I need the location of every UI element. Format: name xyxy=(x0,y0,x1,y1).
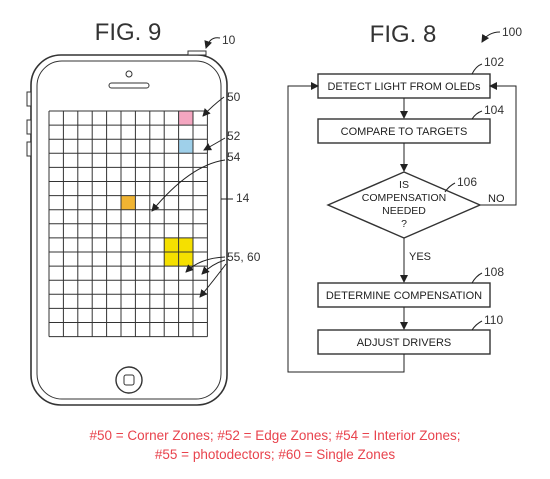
step-detect-light: DETECT LIGHT FROM OLEDs xyxy=(317,73,491,99)
step-compare-targets-label: COMPARE TO TARGETS xyxy=(341,126,468,138)
decision-line-4: ? xyxy=(401,218,407,230)
yes-label: YES xyxy=(409,251,431,263)
decision-ref: 106 xyxy=(457,175,477,189)
no-loop-line xyxy=(480,82,517,206)
interior-zone-leader xyxy=(151,159,226,212)
decision-compensation-needed: IS COMPENSATION NEEDED ? xyxy=(326,171,482,239)
step-adjust-drivers: ADJUST DRIVERS xyxy=(317,329,491,355)
edge-zone xyxy=(178,139,193,154)
ref-device-label: 10 xyxy=(222,33,236,47)
repeat-loop-line xyxy=(287,82,405,373)
caption-line-1: #50 = Corner Zones; #52 = Edge Zones; #5… xyxy=(89,428,461,443)
step-compare-targets-ref-tick xyxy=(471,110,483,120)
decision-line-3: NEEDED xyxy=(382,205,426,217)
no-label: NO xyxy=(488,193,505,205)
decision-line-2: COMPENSATION xyxy=(362,192,446,204)
phone-outer-shell xyxy=(30,54,228,406)
step-determine-compensation-label: DETERMINE COMPENSATION xyxy=(326,290,482,302)
phone-inner-shell xyxy=(36,60,222,400)
mute-switch xyxy=(26,91,32,107)
step-adjust-drivers-ref: 110 xyxy=(484,313,503,327)
ref-single-zone-label: 55, 60 xyxy=(227,250,261,264)
step-compare-targets: COMPARE TO TARGETS xyxy=(317,118,491,144)
step-detect-light-box xyxy=(317,73,491,99)
display-grid xyxy=(48,110,208,338)
fig9-title: FIG. 9 xyxy=(95,19,162,46)
edge-zone-leader xyxy=(203,137,226,151)
ref-process-arrow xyxy=(481,31,501,43)
ref-device-arrow xyxy=(204,37,221,49)
step-detect-light-ref-tick xyxy=(471,63,483,75)
interior-zone xyxy=(121,195,136,210)
step-adjust-drivers-ref-tick xyxy=(471,320,483,331)
ref-edge-zone-label: 52 xyxy=(227,129,241,143)
step-compare-targets-ref: 104 xyxy=(484,103,504,117)
corner-zone xyxy=(178,111,193,126)
single-zone-leader-c xyxy=(199,263,227,298)
step-adjust-drivers-box xyxy=(317,329,491,355)
phone-device xyxy=(26,50,228,406)
corner-zone-leader xyxy=(202,96,225,117)
fig8-title: FIG. 8 xyxy=(370,21,437,48)
ref-display-label: 14 xyxy=(236,191,250,205)
step-determine-compensation: DETERMINE COMPENSATION xyxy=(317,282,491,308)
step-detect-light-label: DETECT LIGHT FROM OLEDs xyxy=(327,81,481,93)
ref-process-label: 100 xyxy=(502,25,522,39)
caption-line-2: #55 = photodectors; #60 = Single Zones xyxy=(154,447,396,462)
step-adjust-drivers-label: ADJUST DRIVERS xyxy=(357,337,452,349)
step-determine-compensation-ref-tick xyxy=(471,272,483,284)
single-zone-leader-b xyxy=(201,259,226,275)
earpiece-speaker xyxy=(108,82,150,89)
volume-down-button xyxy=(26,141,32,157)
single-zone-leader-a xyxy=(185,256,226,273)
step-determine-compensation-ref: 108 xyxy=(484,265,504,279)
front-camera xyxy=(125,70,133,78)
volume-up-button xyxy=(26,119,32,135)
decision-line-1: IS xyxy=(399,179,409,191)
home-button-square xyxy=(123,374,135,386)
decision-ref-tick xyxy=(444,182,456,193)
step-detect-light-ref: 102 xyxy=(484,55,504,69)
power-button xyxy=(187,50,207,56)
ref-corner-zone-label: 50 xyxy=(227,90,241,104)
ref-interior-zone-label: 54 xyxy=(227,150,241,164)
home-button xyxy=(115,366,143,394)
